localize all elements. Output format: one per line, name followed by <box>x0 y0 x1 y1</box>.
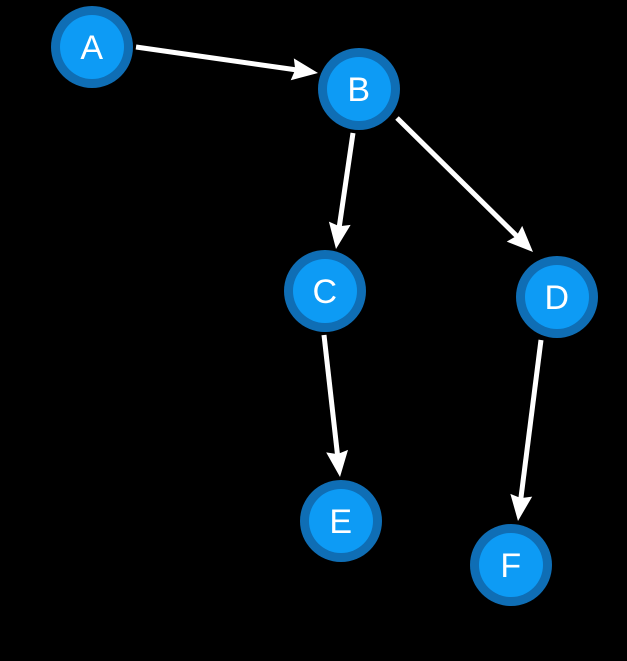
node-core <box>479 533 543 597</box>
node-label-a: A <box>80 29 103 67</box>
edge-line <box>395 116 520 239</box>
arrow-head-icon <box>328 221 351 249</box>
node-core <box>525 265 589 329</box>
graph-node-e[interactable]: E <box>300 480 382 562</box>
graph-edge-d-to-f <box>510 339 544 521</box>
node-core <box>309 489 373 553</box>
node-label-b: B <box>347 71 370 109</box>
node-label-e: E <box>329 503 352 541</box>
arrow-head-icon <box>506 225 533 252</box>
graph-node-c[interactable]: C <box>284 250 366 332</box>
nodes-layer: A B C D E F <box>51 6 598 606</box>
edge-line <box>321 334 341 456</box>
node-core <box>293 259 357 323</box>
graph-node-d[interactable]: D <box>516 256 598 338</box>
node-label-f: F <box>500 547 521 585</box>
graph-node-b[interactable]: B <box>318 48 400 130</box>
node-core <box>60 15 124 79</box>
graph-edge-b-to-d <box>395 116 533 252</box>
edge-line <box>518 339 544 500</box>
graph-node-a[interactable]: A <box>51 6 133 88</box>
arrow-head-icon <box>510 493 533 521</box>
node-label-c: C <box>312 273 337 311</box>
node-label-d: D <box>544 279 569 317</box>
graph-node-f[interactable]: F <box>470 524 552 606</box>
arrow-head-icon <box>290 58 318 81</box>
edge-line <box>135 44 297 73</box>
arrow-head-icon <box>326 449 349 477</box>
graph-edge-c-to-e <box>321 334 349 477</box>
node-core <box>327 57 391 121</box>
graph-edge-b-to-c <box>328 132 356 249</box>
edges-layer <box>135 44 544 521</box>
graph-edge-a-to-b <box>135 44 318 81</box>
edge-line <box>336 132 356 228</box>
